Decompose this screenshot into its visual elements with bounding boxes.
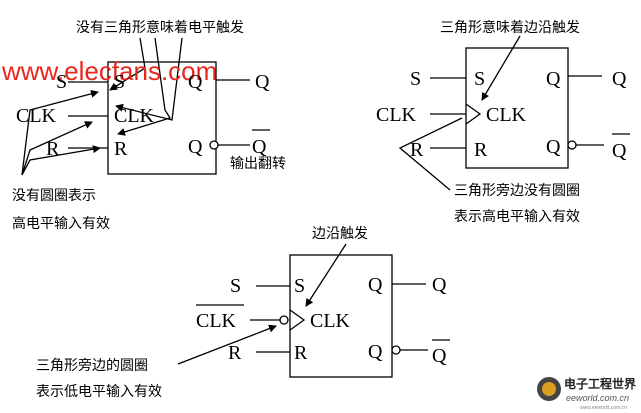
pin-s-label: S xyxy=(114,71,125,93)
pin-qbar-label: Q xyxy=(188,136,203,158)
annotation-bubble-low-2: 表示低电平输入有效 xyxy=(36,384,162,400)
pin-s-label: S xyxy=(294,275,305,297)
external-qbar-label: Q xyxy=(432,345,447,367)
pointer-arrow-1d xyxy=(21,121,93,176)
flip-flop-box-2 xyxy=(465,47,569,169)
clock-triangle-2 xyxy=(465,103,482,125)
pin-clk-label: CLK xyxy=(486,104,527,126)
pin-r-label: R xyxy=(114,138,128,160)
external-q-label: Q xyxy=(255,71,270,93)
external-clk-label: CLK xyxy=(16,105,57,127)
external-q-label: Q xyxy=(612,68,627,90)
annotation-no-bubble-1: 没有圆圈表示 xyxy=(12,188,96,204)
overbars xyxy=(196,129,630,341)
pointer-arrow-1e xyxy=(21,89,99,176)
pin-q-label: Q xyxy=(546,68,561,90)
external-s-label: S xyxy=(56,71,67,93)
external-r-label: R xyxy=(46,138,60,160)
pin-s-label: S xyxy=(474,68,485,90)
eeworld-logo: 电子工程世界 eeworld.com.cn www.eeworld.com.cn xyxy=(534,372,638,411)
pointer-arrow-1f xyxy=(21,145,101,176)
pin-clk-label: CLK xyxy=(310,310,351,332)
pin-q-label: Q xyxy=(368,274,383,296)
external-s-label: S xyxy=(410,68,421,90)
annotation-no-bubble-high-2: 表示高电平输入有效 xyxy=(454,208,580,225)
pin-r-label: R xyxy=(474,139,488,161)
flip-flop-box-3 xyxy=(289,254,393,378)
external-clk-label: CLK xyxy=(376,104,417,126)
diagram-3-labels: S CLK R S CLK R Q Q Q Q xyxy=(196,274,447,367)
external-r-label: R xyxy=(228,342,242,364)
annotation-no-bubble-2: 高电平输入有效 xyxy=(12,215,110,232)
annotation-level-trigger: 没有三角形意味着电平触发 xyxy=(76,19,244,36)
pin-q-label: Q xyxy=(188,71,203,93)
external-s-label: S xyxy=(230,275,241,297)
pointer-arrow-1b xyxy=(117,37,171,136)
logo-title: 电子工程世界 xyxy=(564,376,636,391)
annotation-edge-trigger-3: 边沿触发 xyxy=(312,226,368,242)
pointer-arrow-2a xyxy=(481,35,521,101)
pointer-arrow-1a xyxy=(109,37,146,91)
pin-qbar-label: Q xyxy=(368,341,383,363)
pointer-arrow-2b xyxy=(398,117,463,191)
diagram-2-labels: S CLK R S CLK R Q Q Q Q xyxy=(376,68,627,162)
clock-triangle-3 xyxy=(289,309,306,331)
logo-mark-inner-icon xyxy=(542,382,556,396)
diagram-1 xyxy=(21,37,250,176)
pointer-arrow-1c xyxy=(115,37,183,121)
diagram-3 xyxy=(177,243,428,378)
external-clk-label: CLK xyxy=(196,310,237,332)
diagram-1-annotations: 没有三角形意味着电平触发 没有圆圈表示 高电平输入有效 输出翻转 xyxy=(12,19,286,232)
annotation-bubble-low-1: 三角形旁边的圆圈 xyxy=(36,357,148,374)
pointer-arrow-3b xyxy=(177,324,277,365)
annotation-no-bubble-high-1: 三角形旁边没有圆圈 xyxy=(454,182,580,199)
diagram-3-annotations: 边沿触发 三角形旁边的圆圈 表示低电平输入有效 xyxy=(36,226,368,400)
annotation-edge-trigger: 三角形意味着边沿触发 xyxy=(440,19,580,36)
diagram-2-annotations: 三角形意味着边沿触发 三角形旁边没有圆圈 表示高电平输入有效 xyxy=(440,19,580,225)
flip-flop-box-1 xyxy=(107,61,217,175)
annotation-output-toggle: 输出翻转 xyxy=(230,156,286,172)
external-qbar-label: Q xyxy=(612,140,627,162)
pointer-arrow-3a xyxy=(305,243,347,307)
logo-sub: www.eeworld.com.cn xyxy=(580,405,627,411)
pin-r-label: R xyxy=(294,342,308,364)
pin-clk-label: CLK xyxy=(114,105,155,127)
pin-qbar-label: Q xyxy=(546,136,561,158)
diagram-2 xyxy=(398,35,604,191)
external-qbar-label: Q xyxy=(252,136,267,158)
external-q-label: Q xyxy=(432,274,447,296)
clk-bubble-3 xyxy=(279,315,289,325)
logo-url: eeworld.com.cn xyxy=(566,393,629,403)
diagram-1-labels: S CLK R S CLK R Q Q Q Q xyxy=(16,71,270,160)
watermark: www.elecfans.com xyxy=(1,56,217,86)
qbar-bubble-3 xyxy=(391,345,401,355)
qbar-bubble-2 xyxy=(567,140,577,150)
qbar-bubble-1 xyxy=(209,140,219,150)
external-r-label: R xyxy=(410,139,424,161)
